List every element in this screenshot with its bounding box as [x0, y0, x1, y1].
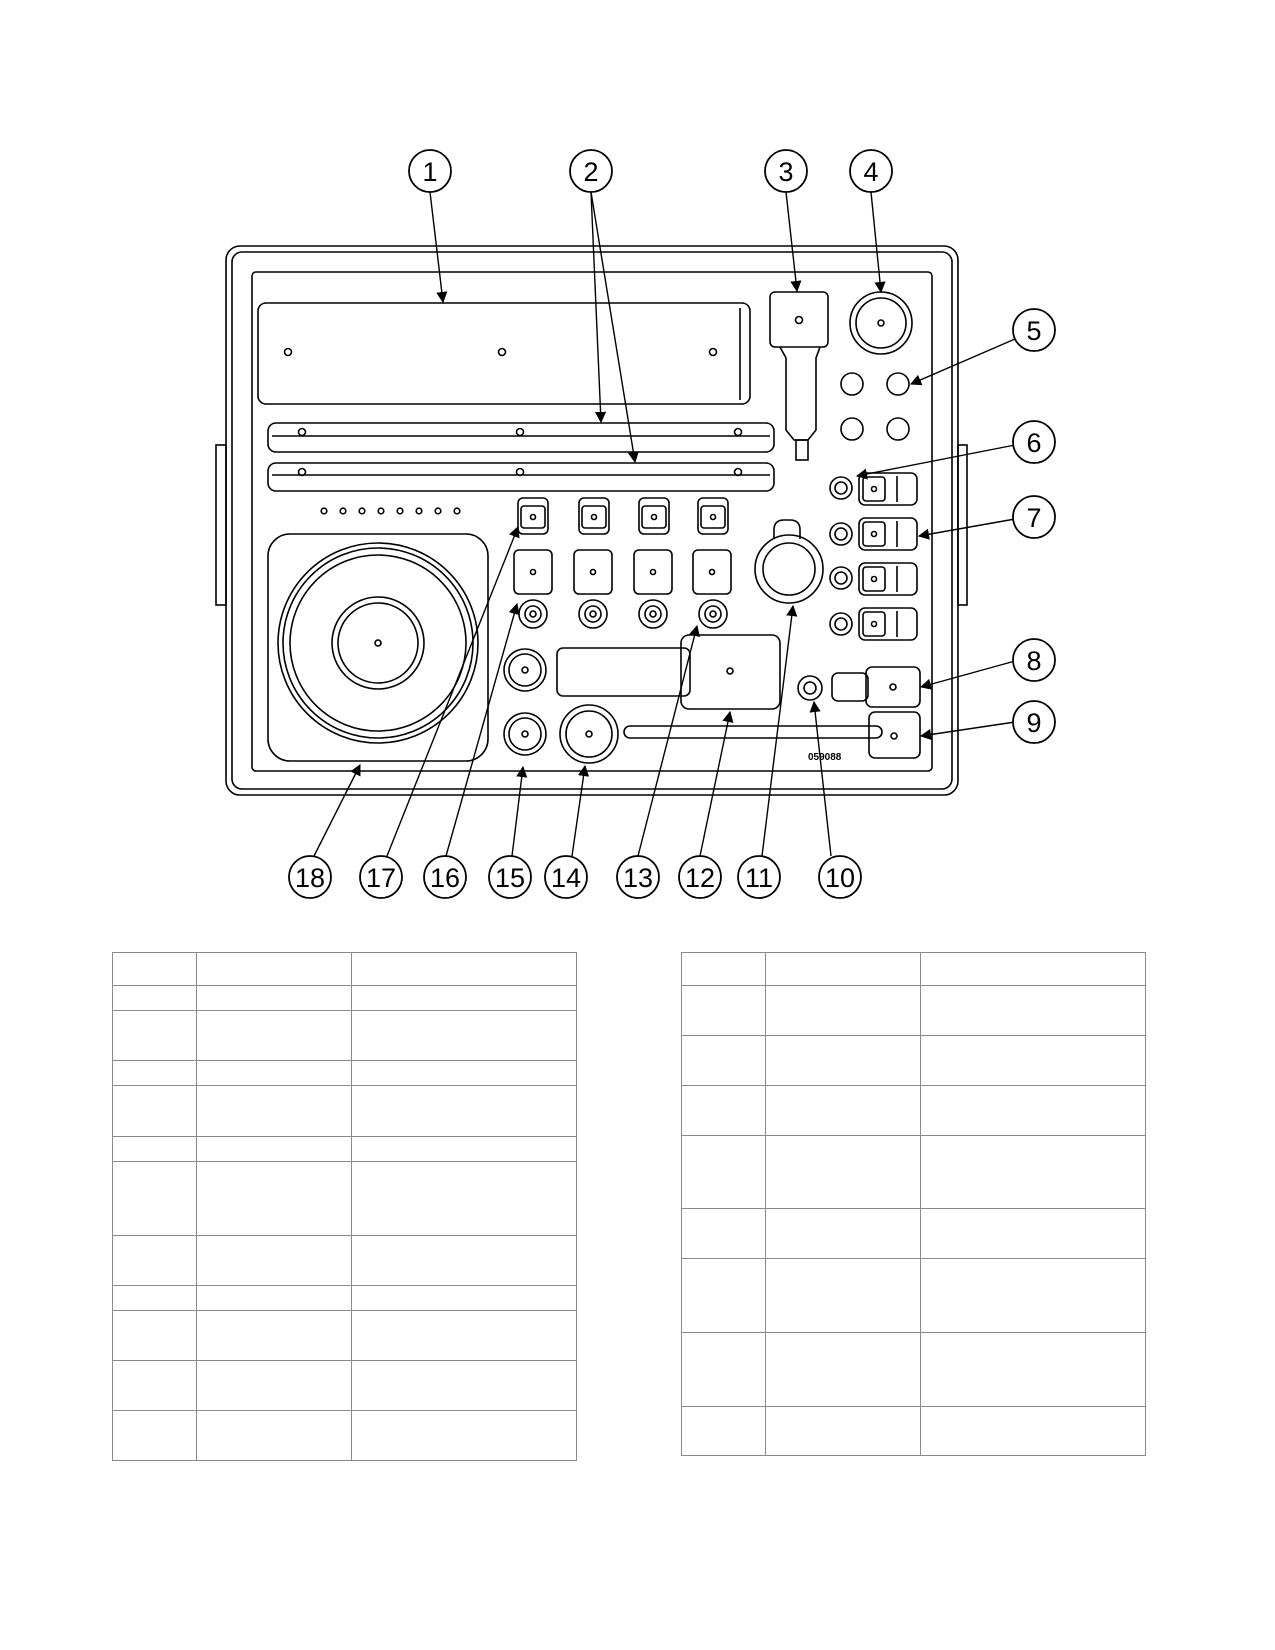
callout-1-circle	[408, 149, 452, 193]
callout-3-label: 3	[778, 157, 793, 187]
callout-9-label: 9	[1026, 708, 1041, 738]
table-row	[681, 1332, 1146, 1407]
tray-slot-1	[257, 302, 751, 405]
parts-table-left	[112, 952, 577, 1461]
callout-18-label: 18	[295, 863, 325, 893]
table-row	[112, 1310, 577, 1361]
callout-7-label: 7	[1026, 503, 1041, 533]
table-row	[681, 952, 1146, 986]
tray-outer-frame	[215, 245, 968, 796]
table-row	[681, 985, 1146, 1036]
callout-16-circle	[423, 855, 467, 899]
tray-sockets-13-16-17	[513, 497, 732, 629]
tray-slot-15	[503, 648, 547, 756]
table-row	[112, 1010, 577, 1061]
table-row	[112, 1360, 577, 1411]
table-row	[681, 1406, 1146, 1456]
table-row	[681, 1135, 1146, 1209]
callout-2-circle	[569, 149, 613, 193]
callout-8-label: 8	[1026, 646, 1041, 676]
callout-15-circle	[488, 855, 532, 899]
tray-slot-12	[556, 634, 883, 739]
callout-6-label: 6	[1026, 428, 1041, 458]
callout-11-circle	[737, 855, 781, 899]
callout-3-circle	[764, 149, 808, 193]
table-row	[681, 1035, 1146, 1086]
tray-sockets-6-7	[829, 472, 918, 641]
callout-6-circle	[1012, 420, 1056, 464]
table-row	[112, 1285, 577, 1311]
callout-13-circle	[616, 855, 660, 899]
table-row	[112, 1136, 577, 1162]
callout-18-circle	[288, 855, 332, 899]
tray-slot-11	[754, 519, 824, 604]
callout-17-circle	[359, 855, 403, 899]
callout-8-circle	[1012, 638, 1056, 682]
callout-14-circle	[544, 855, 588, 899]
callout-5-label: 5	[1026, 316, 1041, 346]
table-row	[681, 1258, 1146, 1333]
callout-1-label: 1	[422, 157, 437, 187]
tray-slot-10	[797, 675, 823, 701]
callout-12-circle	[678, 855, 722, 899]
table-row	[681, 1085, 1146, 1136]
callout-17-label: 17	[366, 863, 396, 893]
table-row	[112, 1060, 577, 1086]
callout-12-label: 12	[685, 863, 715, 893]
callout-5-circle	[1012, 308, 1056, 352]
callout-9-circle	[1012, 700, 1056, 744]
callout-10-circle	[818, 855, 862, 899]
callout-15-label: 15	[495, 863, 525, 893]
callout-circles	[288, 149, 1056, 899]
table-row	[681, 1208, 1146, 1259]
tool-tray-diagram: 059088	[215, 149, 1056, 899]
tray-dot-row	[320, 507, 461, 515]
table-row	[112, 952, 577, 986]
table-row	[112, 1085, 577, 1137]
callout-11-label: 11	[745, 863, 773, 893]
tray-slot-14	[559, 704, 619, 764]
tray-holes-5	[840, 372, 910, 441]
tray-rails-2	[267, 422, 775, 492]
tray-slot-4	[849, 291, 913, 355]
callout-4-circle	[849, 149, 893, 193]
tray-slot-3	[769, 291, 829, 461]
tray-slot-18	[267, 533, 489, 762]
tray-slot-9	[868, 711, 921, 759]
parts-table-right	[681, 952, 1146, 1456]
callout-16-label: 16	[430, 863, 460, 893]
table-row	[112, 985, 577, 1011]
part-number-label: 059088	[808, 752, 842, 763]
callout-4-label: 4	[863, 157, 878, 187]
callout-2-label: 2	[583, 157, 598, 187]
leader-lines	[313, 191, 1016, 857]
table-row	[112, 1161, 577, 1236]
callout-10-label: 10	[825, 863, 855, 893]
table-row	[112, 1235, 577, 1286]
callout-7-circle	[1012, 495, 1056, 539]
table-row	[112, 1410, 577, 1461]
callout-13-label: 13	[623, 863, 653, 893]
tray-slot-8	[831, 666, 921, 708]
callout-14-label: 14	[551, 863, 581, 893]
